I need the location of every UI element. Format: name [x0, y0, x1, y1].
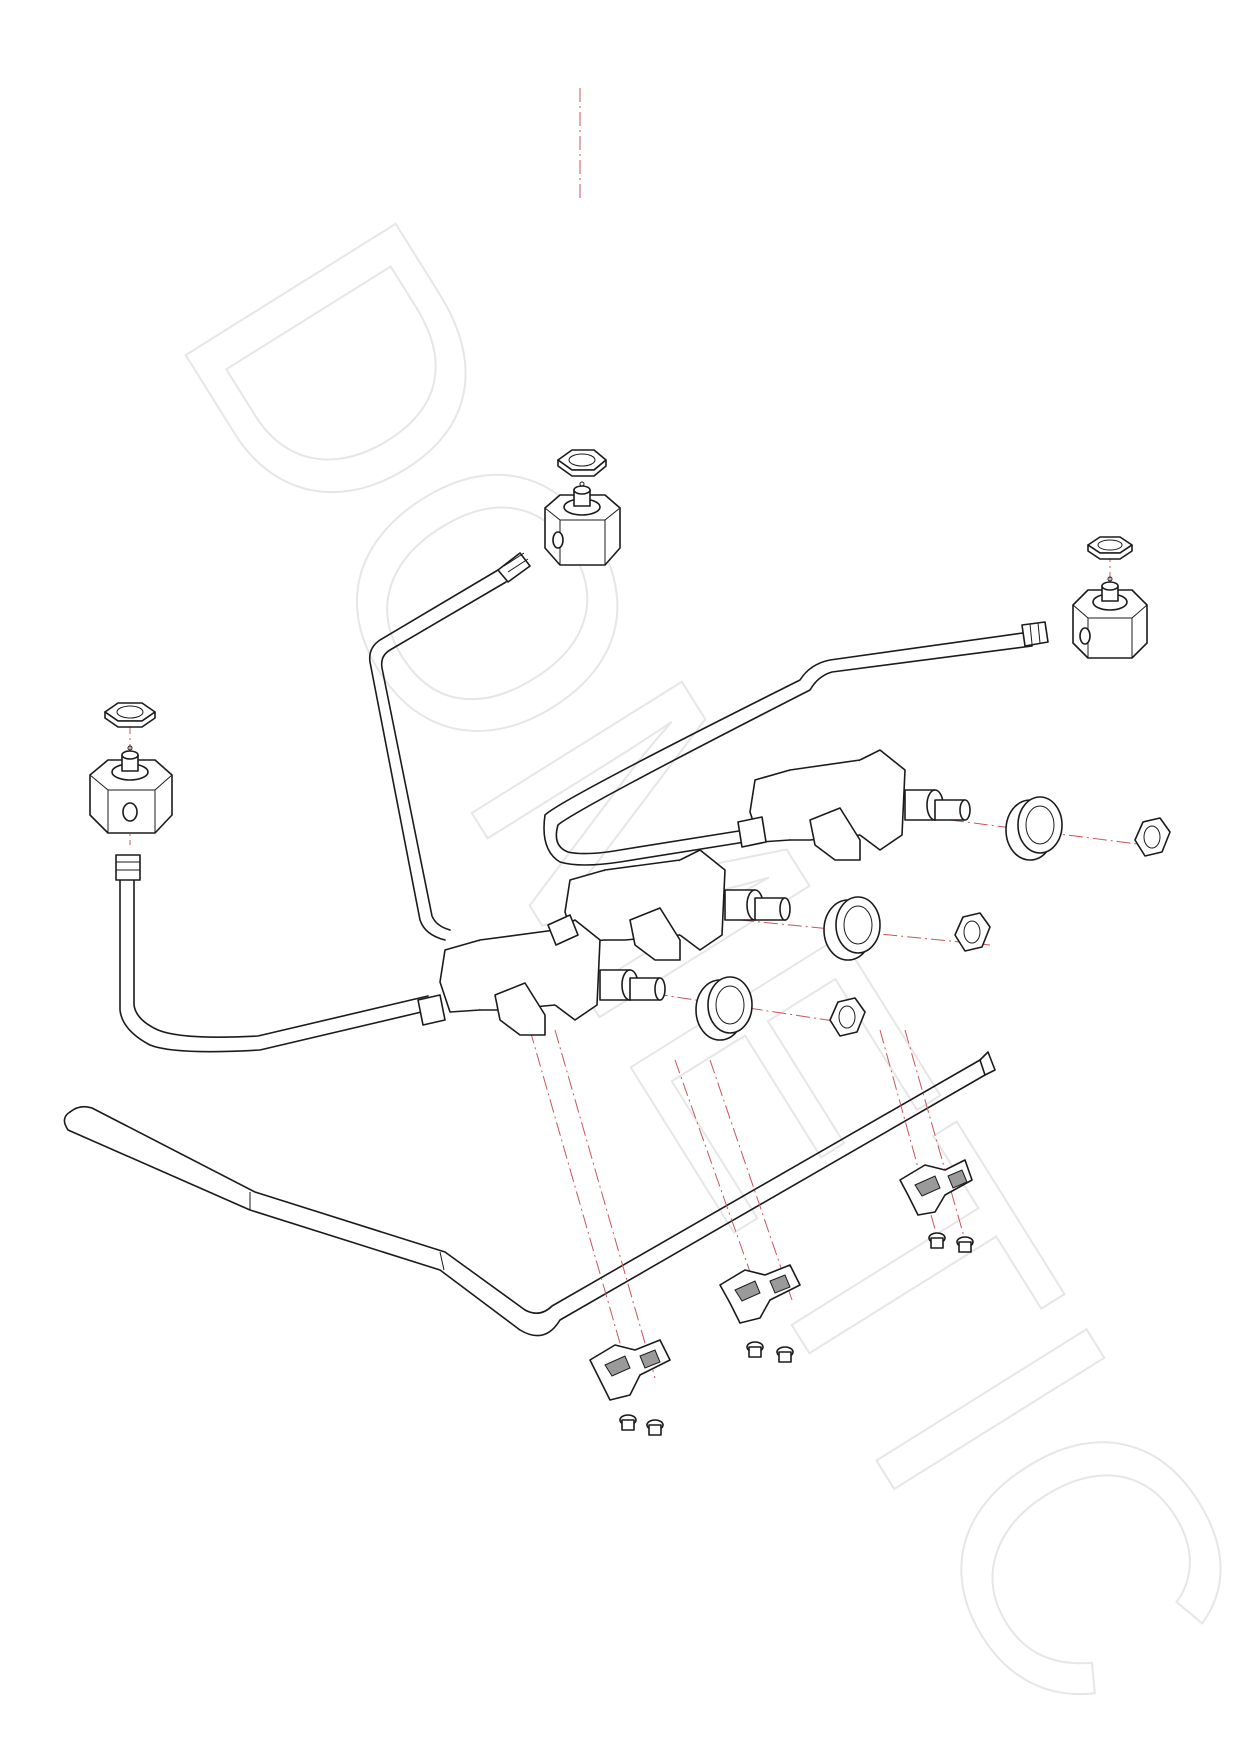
gas-tubes [63, 569, 1033, 1337]
tube-fitting-left [115, 854, 141, 881]
tube-fitting-right [1021, 621, 1049, 647]
burner-assembly-top-center [497, 449, 621, 583]
hex-nut-left [104, 702, 156, 728]
burner-cup-right [1072, 576, 1148, 659]
tube-left [119, 879, 431, 1053]
mounting-bracket-middle [719, 1264, 801, 1324]
gas-valve-upper [737, 749, 971, 861]
bezel-ring-upper [1005, 796, 1063, 861]
hex-nut-valve-middle [954, 912, 991, 952]
burner-assembly-right [1021, 536, 1148, 659]
burner-cup-top-center [544, 481, 621, 566]
bezel-ring-lower [695, 976, 753, 1041]
rail-tube [63, 1051, 996, 1337]
hex-nut-valve-lower [829, 997, 866, 1037]
tube-right [543, 631, 1033, 866]
screw-pair-middle [746, 1341, 794, 1363]
hex-nut-top-center [557, 449, 607, 477]
gas-valve-lower [417, 914, 666, 1036]
mounting-bracket-right [899, 1159, 973, 1216]
tube-fitting-top-center [497, 552, 531, 583]
hex-nut-right [1087, 536, 1133, 560]
screw-pair-right [928, 1232, 974, 1253]
mounting-bracket-lower [589, 1339, 671, 1401]
burner-assembly-left [89, 702, 173, 881]
hex-nut-valve-upper [1134, 817, 1171, 857]
burner-cup-left [89, 745, 173, 834]
bezel-ring-middle [823, 896, 881, 961]
tube-top-center [368, 569, 507, 941]
screw-pair-lower [619, 1414, 664, 1436]
